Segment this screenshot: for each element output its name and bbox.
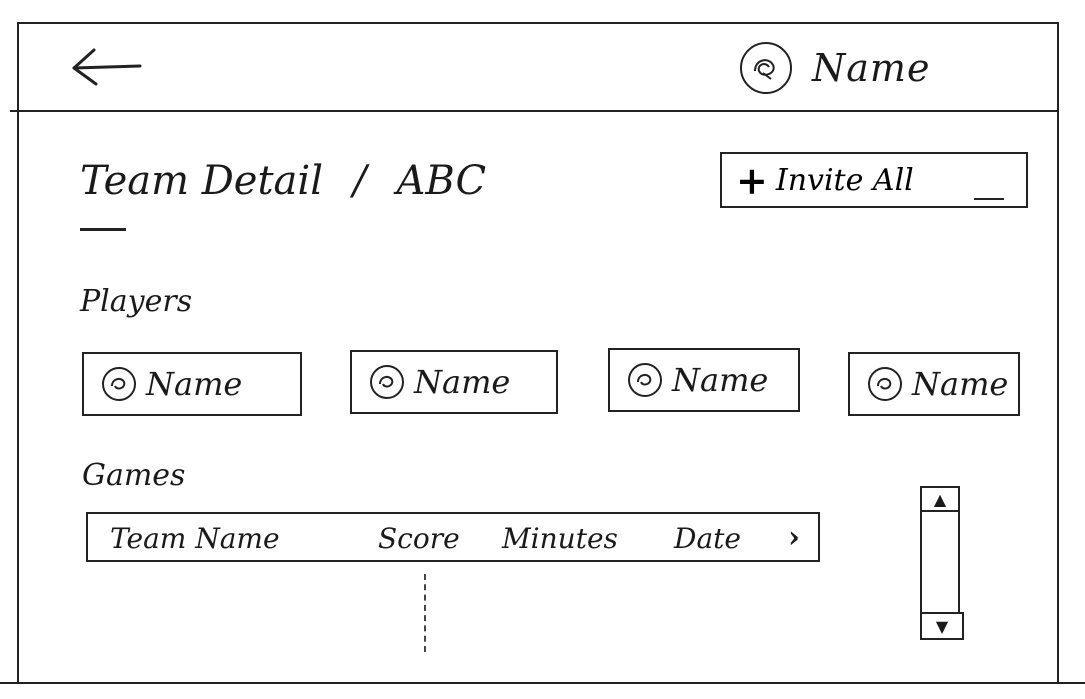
player-name: Name <box>146 365 243 403</box>
user-profile[interactable]: Name <box>740 38 930 98</box>
frame-bottom-border <box>0 682 1085 684</box>
player-card[interactable]: Name <box>848 352 1020 416</box>
plus-icon: + <box>736 157 768 203</box>
scroll-down-icon[interactable]: ▼ <box>920 612 964 640</box>
top-header: Name <box>10 24 1059 112</box>
player-name: Name <box>414 363 511 401</box>
player-name: Name <box>672 361 769 399</box>
player-card[interactable]: Name <box>82 352 302 416</box>
avatar-icon <box>740 42 792 94</box>
breadcrumb-current: ABC <box>396 158 487 204</box>
column-minutes[interactable]: Minutes <box>502 522 618 555</box>
column-date[interactable]: Date <box>674 522 741 555</box>
arrow-left-icon <box>72 48 142 86</box>
players-list: Name Name Name Name <box>80 348 1026 420</box>
frame-right-border <box>1057 22 1059 682</box>
scroll-up-icon[interactable]: ▲ <box>920 486 960 512</box>
scrollbar-track[interactable] <box>920 510 960 616</box>
players-title: Players <box>80 284 193 319</box>
column-team-name[interactable]: Team Name <box>110 522 280 555</box>
more-rows-indicator <box>424 574 426 652</box>
avatar-icon <box>102 367 136 401</box>
frame-top-border <box>17 22 1059 24</box>
back-button[interactable] <box>68 44 144 92</box>
avatar-icon <box>868 367 902 401</box>
breadcrumb: Team Detail / ABC <box>80 158 486 204</box>
frame-left-border <box>17 22 19 682</box>
games-scrollbar[interactable]: ▲ ▼ <box>918 486 964 654</box>
avatar-icon <box>628 363 662 397</box>
chevron-right-icon[interactable]: › <box>788 520 800 555</box>
column-score[interactable]: Score <box>378 522 460 555</box>
player-name: Name <box>912 365 1009 403</box>
player-card[interactable]: Name <box>608 348 800 412</box>
invite-all-button[interactable]: + Invite All <box>720 152 1028 208</box>
player-card[interactable]: Name <box>350 350 558 414</box>
breadcrumb-section[interactable]: Team Detail <box>80 158 323 204</box>
user-name: Name <box>812 46 931 90</box>
breadcrumb-underline <box>80 228 126 231</box>
breadcrumb-separator: / <box>353 158 367 204</box>
invite-decoration <box>974 198 1004 200</box>
invite-all-label: Invite All <box>775 162 914 198</box>
avatar-icon <box>370 365 404 399</box>
games-title: Games <box>82 458 186 493</box>
games-table-header[interactable]: Team Name Score Minutes Date › <box>86 512 820 562</box>
